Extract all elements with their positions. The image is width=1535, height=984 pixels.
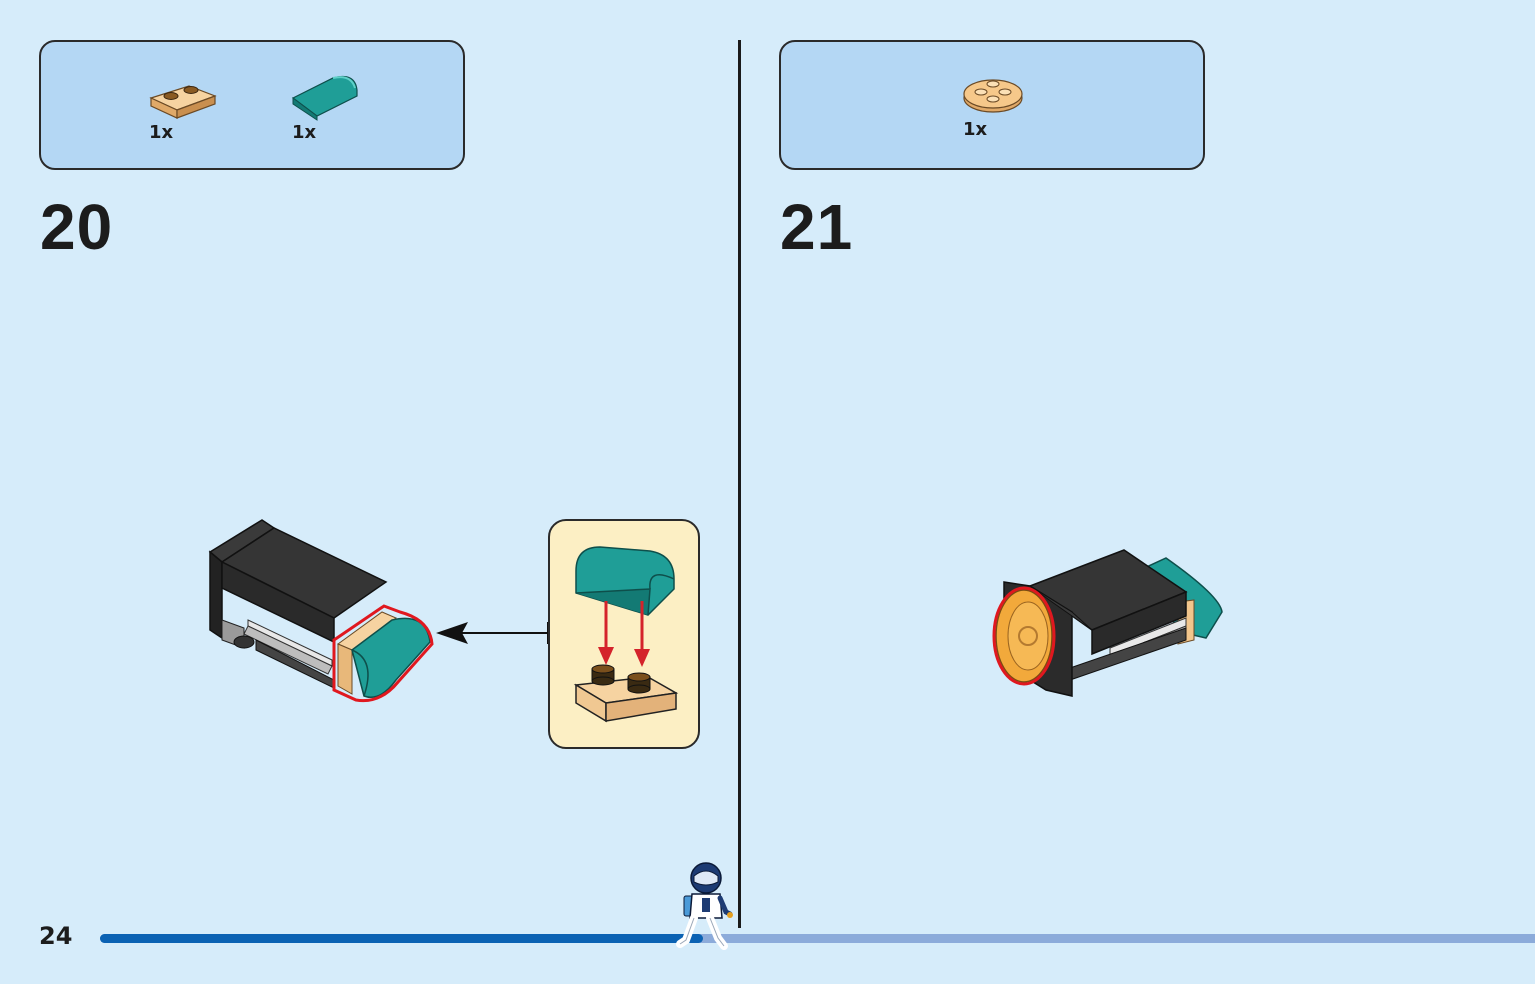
left-arrow-icon xyxy=(436,622,549,644)
parts-list-step-21: 1x xyxy=(779,40,1205,170)
part-quantity: 1x xyxy=(149,122,174,143)
down-arrow-icon xyxy=(598,601,650,667)
tan-plate-1x2-icon xyxy=(149,85,217,119)
step-21-assembly xyxy=(992,549,1223,697)
progress-bar-fill xyxy=(100,934,703,943)
step-number-20: 20 xyxy=(40,191,114,263)
step-number-21: 21 xyxy=(780,191,854,263)
astronaut-minifig-icon xyxy=(676,862,733,950)
part-quantity: 1x xyxy=(963,119,988,140)
teal-curved-slope-icon xyxy=(291,75,358,121)
tan-plate-1x2-icon xyxy=(573,664,679,723)
tan-round-plate-2x2-icon xyxy=(963,79,1023,113)
step-20-assembly xyxy=(208,519,434,703)
parts-list-step-20: 1x 1x xyxy=(39,40,465,170)
teal-curved-slope-icon xyxy=(575,546,675,616)
progress-bar xyxy=(100,934,1535,943)
page-divider xyxy=(738,40,741,928)
sub-assembly-callout xyxy=(548,519,700,749)
part-quantity: 1x xyxy=(292,122,317,143)
page-number: 24 xyxy=(39,922,73,950)
